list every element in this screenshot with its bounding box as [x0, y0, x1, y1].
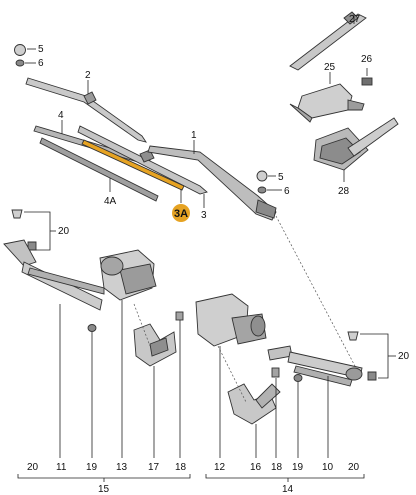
callout-26: 26	[361, 54, 373, 65]
bottom-label-19-left: 19	[86, 462, 98, 473]
bottom-label-18-right: 18	[271, 462, 283, 473]
group-label-14: 14	[282, 484, 294, 495]
housing-28	[313, 117, 399, 171]
callout-3: 3	[201, 210, 207, 221]
highlight-badge-3a	[172, 204, 190, 222]
callout-5-right: 5	[278, 172, 284, 183]
bolt-18-right	[271, 367, 280, 378]
callout-3a: 3A	[174, 208, 188, 220]
wiper-arm-2	[25, 77, 148, 143]
bracket-16	[227, 383, 281, 425]
control-unit-25	[289, 83, 365, 123]
wiper-blade-3	[77, 125, 208, 195]
bottom-label-17: 17	[148, 462, 160, 473]
nut-19-right	[293, 374, 303, 382]
callout-2: 2	[85, 70, 91, 81]
bottom-label-10: 10	[322, 462, 334, 473]
linkage-10	[267, 345, 363, 387]
callout-6-top: 6	[38, 58, 44, 69]
cover-strip-27	[289, 11, 367, 71]
callout-4a: 4A	[104, 196, 117, 207]
wiper-motor-13	[99, 249, 157, 301]
bolt-20-left	[11, 209, 37, 251]
screw-cap-part-right	[256, 170, 268, 194]
group-bracket-14	[205, 474, 365, 479]
callout-27: 27	[349, 14, 361, 25]
bottom-label-20-left: 20	[27, 462, 39, 473]
bottom-label-20-right: 20	[348, 462, 360, 473]
bottom-label-12: 12	[214, 462, 226, 473]
bolt-18-left	[175, 311, 184, 321]
callout-4: 4	[58, 110, 64, 121]
bottom-label-13: 13	[116, 462, 128, 473]
wiper-motor-12	[195, 293, 267, 347]
bottom-label-19-right: 19	[292, 462, 304, 473]
bottom-label-16: 16	[250, 462, 262, 473]
callout-28: 28	[338, 186, 350, 197]
connector-26	[361, 77, 373, 86]
callout-1: 1	[191, 130, 197, 141]
callout-6-right: 6	[284, 186, 290, 197]
callout-20-left: 20	[58, 226, 70, 237]
bolt-20-right	[347, 331, 377, 381]
nut-19-left	[87, 324, 97, 332]
bottom-label-18-left: 18	[175, 462, 187, 473]
callout-5-top: 5	[38, 44, 44, 55]
bottom-label-11: 11	[56, 462, 67, 473]
callout-25: 25	[324, 62, 336, 73]
wiper-arm-1	[147, 145, 277, 221]
callout-20-right: 20	[398, 351, 410, 362]
linkage-11	[3, 239, 105, 311]
bracket-17	[133, 323, 177, 367]
group-bracket-15	[17, 474, 191, 479]
group-label-15: 15	[98, 484, 110, 495]
screw-cap-part	[14, 44, 26, 67]
